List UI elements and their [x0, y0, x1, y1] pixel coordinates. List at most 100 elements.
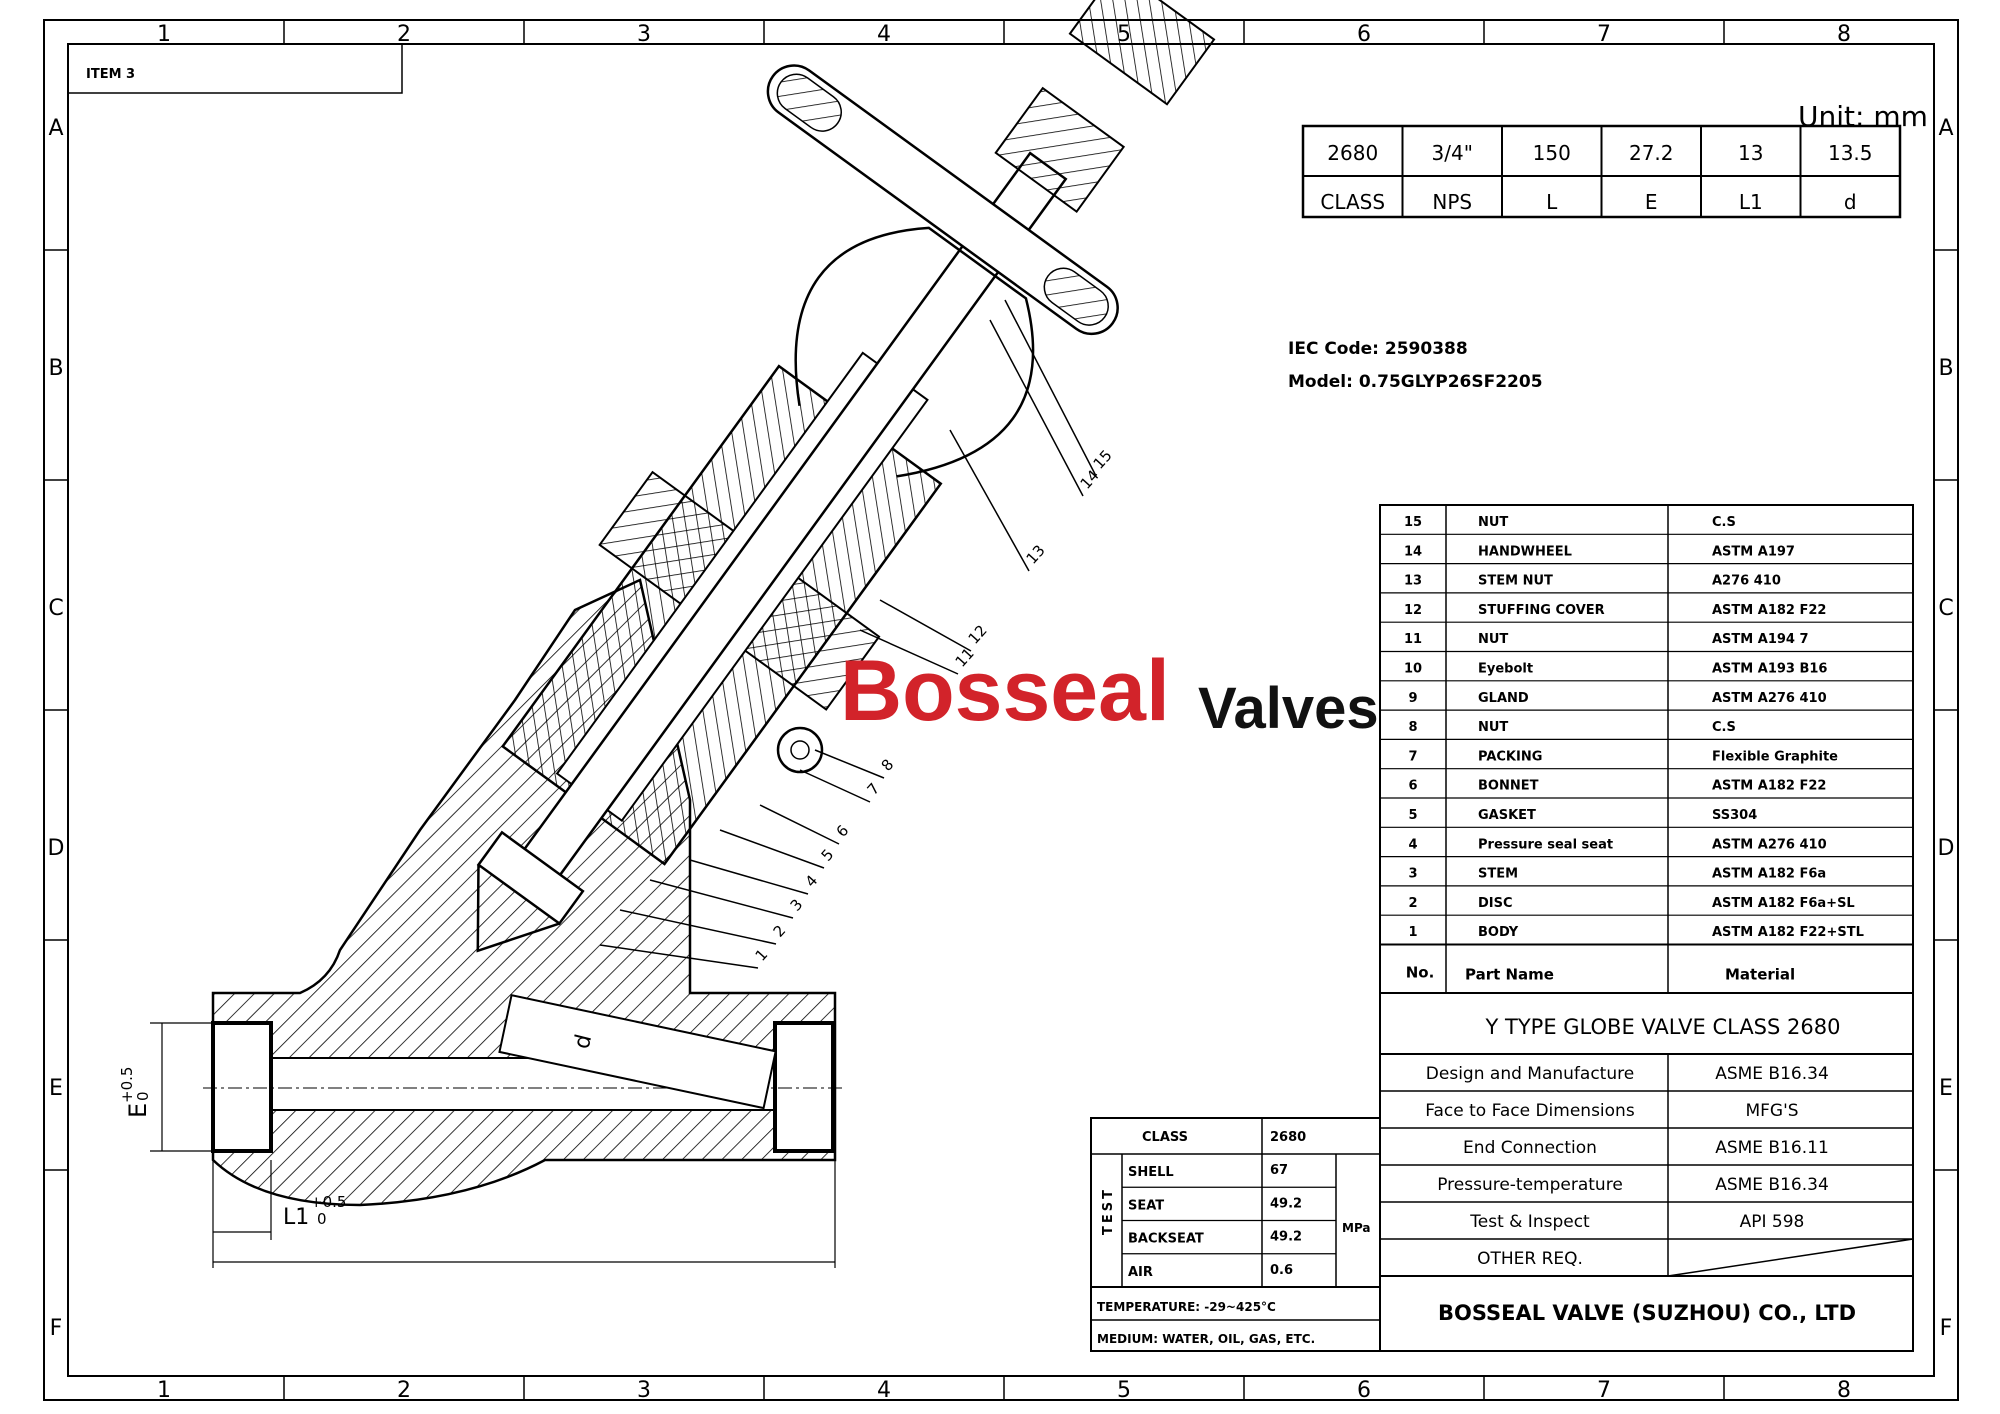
part-material: ASTM A193 B16: [1712, 662, 1827, 677]
part-material: C.S: [1712, 515, 1736, 530]
spec-value: ASME B16.34: [1715, 1064, 1829, 1084]
spec-label: Test & Inspect: [1469, 1212, 1590, 1232]
test-vertical-label: TEST: [1101, 1187, 1116, 1235]
drawing-title: Y TYPE GLOBE VALVE CLASS 2680: [1485, 1015, 1841, 1039]
spec-value: MFG'S: [1745, 1101, 1798, 1121]
test-row-label: SEAT: [1128, 1198, 1164, 1213]
test-row-value: 0.6: [1270, 1263, 1293, 1278]
row-label-right: C: [1938, 596, 1953, 621]
parts-header-no: No.: [1406, 964, 1435, 982]
column-label-bottom: 6: [1357, 1378, 1371, 1403]
part-material: ASTM A182 F22: [1712, 779, 1826, 794]
test-class-label: CLASS: [1142, 1130, 1188, 1145]
part-name: STEM: [1478, 867, 1518, 882]
column-label-top: 4: [877, 22, 891, 47]
callout-number: 13: [1023, 541, 1049, 567]
dimension-l: [212, 1160, 836, 1268]
spec-value: ASME B16.11: [1715, 1138, 1829, 1158]
medium-note: MEDIUM: WATER, OIL, GAS, ETC.: [1097, 1332, 1315, 1346]
part-name: Pressure seal seat: [1478, 837, 1613, 852]
callout-number: 4: [802, 872, 822, 891]
iec-code: IEC Code: 2590388: [1288, 339, 1468, 359]
unit-label: Unit: mm: [1798, 100, 1928, 133]
part-name: DISC: [1478, 896, 1513, 911]
column-label-bottom: 7: [1597, 1378, 1611, 1403]
callout-number: 3: [787, 896, 807, 915]
row-label-right: B: [1938, 356, 1953, 381]
bonnet-assembly: [476, 0, 1216, 953]
row-label-left: A: [48, 116, 63, 141]
company-name: BOSSEAL VALVE (SUZHOU) CO., LTD: [1438, 1301, 1856, 1325]
spec-label: Pressure-temperature: [1437, 1175, 1623, 1195]
row-label-right: F: [1940, 1316, 1953, 1341]
part-number: 11: [1404, 632, 1422, 647]
stem-nut: [994, 86, 1126, 214]
dimension-value: 13: [1738, 141, 1763, 165]
test-unit: MPa: [1342, 1221, 1371, 1235]
dimension-value: 2680: [1327, 141, 1378, 165]
spec-label: Design and Manufacture: [1426, 1064, 1634, 1084]
part-material: ASTM A197: [1712, 544, 1795, 559]
part-name: PACKING: [1478, 749, 1542, 764]
part-number: 13: [1404, 574, 1422, 589]
dimension-header: L: [1546, 190, 1558, 214]
item-label: ITEM 3: [86, 67, 135, 82]
part-name: NUT: [1478, 720, 1508, 735]
part-number: 3: [1408, 867, 1417, 882]
dimension-header: CLASS: [1320, 190, 1385, 214]
test-row-value: 49.2: [1270, 1196, 1302, 1211]
part-name: GLAND: [1478, 691, 1529, 706]
part-material: ASTM A182 F22: [1712, 603, 1826, 618]
seat-port: [498, 994, 777, 1110]
column-label-top: 1: [157, 22, 171, 47]
row-label-left: B: [48, 356, 63, 381]
part-number: 6: [1408, 779, 1417, 794]
part-name: STEM NUT: [1478, 574, 1553, 589]
part-material: SS304: [1712, 808, 1757, 823]
eyebolt: [776, 726, 824, 774]
dimension-e: [150, 1022, 213, 1152]
part-number: 4: [1408, 837, 1417, 852]
dimension-header: d: [1844, 190, 1857, 214]
column-label-top: 2: [397, 22, 411, 47]
part-number: 8: [1408, 720, 1417, 735]
part-name: Eyebolt: [1478, 662, 1533, 677]
part-number: 15: [1404, 515, 1422, 530]
item-box: ITEM 3: [67, 43, 403, 94]
spec-label: OTHER REQ.: [1477, 1249, 1583, 1269]
disc-tip: [476, 864, 560, 953]
column-label-top: 6: [1357, 22, 1371, 47]
column-label-top: 7: [1597, 22, 1611, 47]
model-code: Model: 0.75GLYP26SF2205: [1288, 372, 1543, 392]
dim-e-zero: 0: [134, 1091, 152, 1101]
row-label-left: C: [48, 596, 63, 621]
spec-value: ASME B16.34: [1715, 1175, 1829, 1195]
part-number: 14: [1404, 544, 1422, 559]
part-number: 12: [1404, 603, 1422, 618]
dim-e-tol: +0.5: [118, 1067, 136, 1103]
callout-number: 8: [878, 756, 898, 775]
part-name: BONNET: [1478, 779, 1539, 794]
dimension-value: 27.2: [1629, 141, 1674, 165]
spec-label: Face to Face Dimensions: [1425, 1101, 1635, 1121]
part-material: ASTM A182 F22+STL: [1712, 925, 1864, 940]
test-class-value: 2680: [1270, 1130, 1306, 1145]
part-number: 1: [1408, 925, 1417, 940]
row-label-right: D: [1938, 836, 1955, 861]
column-label-bottom: 5: [1117, 1378, 1131, 1403]
dimension-header: NPS: [1432, 190, 1472, 214]
part-material: A276 410: [1712, 574, 1781, 589]
part-number: 9: [1408, 691, 1417, 706]
row-label-left: E: [49, 1076, 63, 1101]
dimension-value: 150: [1533, 141, 1571, 165]
row-label-right: E: [1939, 1076, 1953, 1101]
dim-l1-zero: 0: [317, 1210, 327, 1228]
watermark-suffix: Valves: [1198, 676, 1379, 741]
dim-d: d: [570, 1032, 598, 1052]
